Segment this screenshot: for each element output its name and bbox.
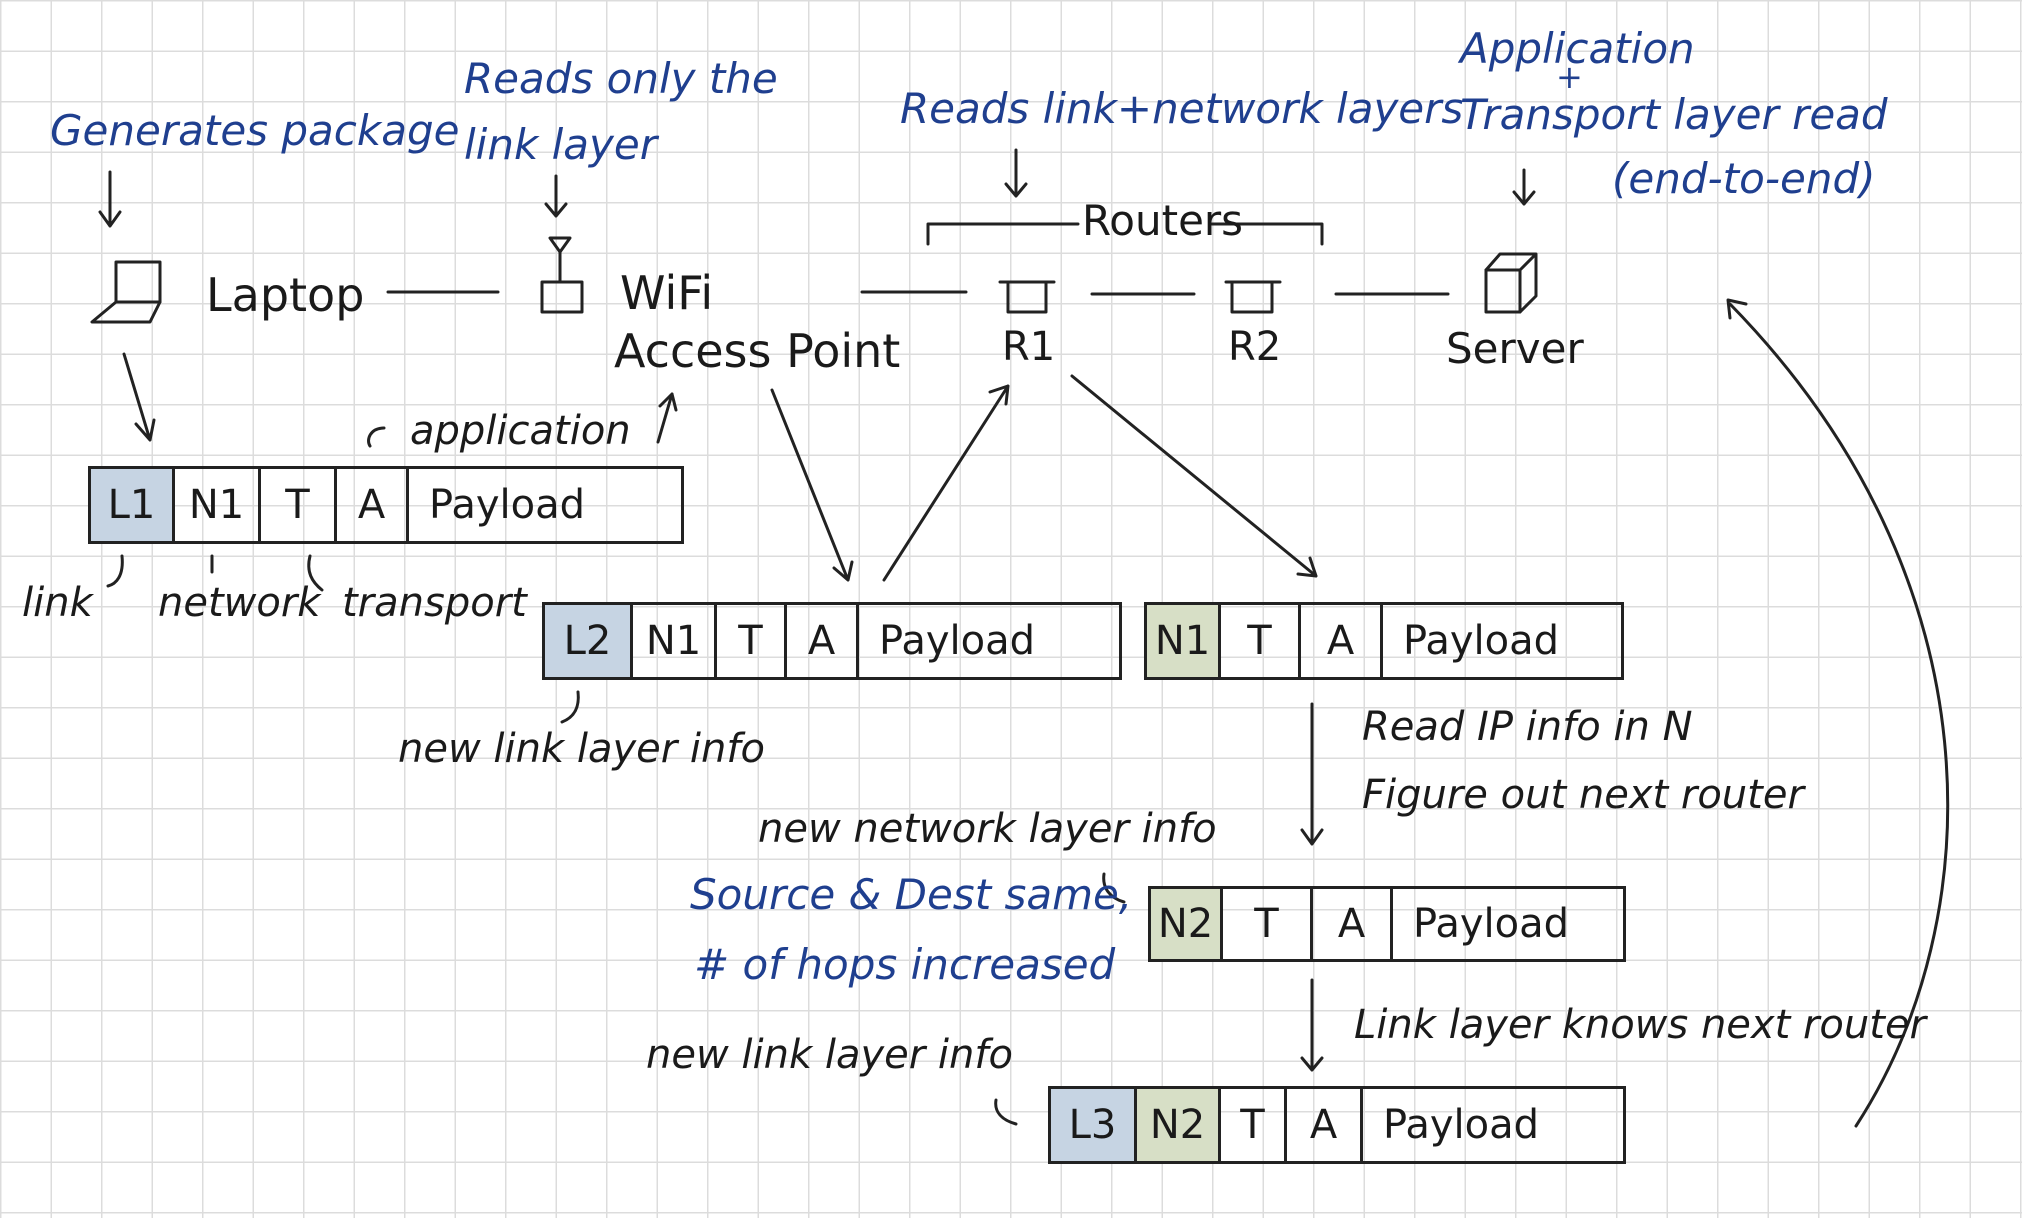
device-laptop: Laptop [206, 268, 365, 322]
arrow-reads-link [544, 174, 568, 218]
server-icon [1484, 252, 1538, 314]
label-link: link [22, 580, 93, 626]
device-r1: R1 [1002, 324, 1056, 370]
annotation-hops: # of hops increased [694, 940, 1116, 989]
cell-application: A [1301, 605, 1383, 677]
annotation-reads-net: Reads link+network layers [900, 84, 1464, 133]
cell-network: N1 [175, 469, 261, 541]
packet-2: L2 N1 T A Payload [542, 602, 1122, 680]
annotation-source-dest: Source & Dest same, [690, 870, 1133, 919]
laptop-icon [90, 260, 162, 324]
packet-5: L3 N2 T A Payload [1048, 1086, 1626, 1164]
label-figure-out: Figure out next router [1362, 772, 1804, 818]
cell-transport: T [1221, 605, 1301, 677]
cell-payload: Payload [1383, 1102, 1539, 1148]
device-server: Server [1446, 324, 1584, 373]
arrow-app [1512, 168, 1536, 206]
annotation-app-1: Application [1460, 24, 1695, 73]
routers-bracket [926, 222, 1324, 246]
tick-link [106, 554, 124, 588]
label-read-ip: Read IP info in N [1362, 704, 1693, 750]
tick-application [367, 426, 386, 448]
device-wifi-1: WiFi [620, 266, 714, 320]
cell-payload: Payload [1403, 618, 1559, 664]
cell-application: A [337, 469, 409, 541]
cell-transport: T [261, 469, 337, 541]
tick-newlink-1 [560, 690, 580, 724]
packet-3: N1 T A Payload [1144, 602, 1624, 680]
arrow-packet3-packet4 [1300, 702, 1324, 846]
arrow-wifi-packet2 [770, 388, 854, 582]
cell-application: A [1313, 889, 1393, 959]
cell-application: A [1287, 1089, 1363, 1161]
cell-transport: T [717, 605, 787, 677]
label-network: network [158, 580, 321, 626]
cell-payload: Payload [429, 482, 585, 528]
label-transport: transport [342, 580, 527, 626]
arrow-end-to-end [1726, 298, 1950, 1128]
cell-application: A [787, 605, 859, 677]
label-new-network: new network layer info [758, 806, 1217, 852]
annotation-app-plus: + [1556, 58, 1583, 96]
annotation-app-3: (end-to-end) [1612, 154, 1876, 203]
cell-transport: T [1221, 1089, 1287, 1161]
cell-network: N2 [1137, 1089, 1221, 1161]
cell-network: N1 [633, 605, 717, 677]
device-routers: Routers [1082, 196, 1244, 245]
annotation-reads-link-2: link layer [464, 120, 657, 169]
arrow-reads-net [1004, 148, 1028, 198]
cell-network: N2 [1151, 889, 1223, 959]
cell-transport: T [1223, 889, 1313, 959]
cell-link: L1 [91, 469, 175, 541]
annotation-reads-link-1: Reads only the [464, 54, 778, 103]
annotation-app-2: Transport layer read [1460, 90, 1888, 139]
arrow-r1-packet3 [1070, 374, 1318, 578]
router-r1-icon [998, 280, 1056, 314]
cell-link: L3 [1051, 1089, 1137, 1161]
arrow-to-wifi [656, 392, 678, 444]
access-point-icon [540, 236, 584, 314]
label-new-link-2: new link layer info [646, 1032, 1013, 1078]
packet-1: L1 N1 T A Payload [88, 466, 684, 544]
label-application: application [410, 408, 631, 454]
cell-payload: Payload [1413, 901, 1569, 947]
packet-4: N2 T A Payload [1148, 886, 1626, 962]
cell-link: L2 [545, 605, 633, 677]
label-link-knows: Link layer knows next router [1354, 1002, 1926, 1048]
label-new-link-1: new link layer info [398, 726, 765, 772]
arrow-packet4-packet5 [1300, 978, 1324, 1072]
arrow-laptop-packet [122, 352, 156, 442]
arrow-generates [98, 170, 122, 228]
cell-payload: Payload [879, 618, 1035, 664]
tick-newnetwork [1102, 872, 1126, 904]
device-wifi-2: Access Point [614, 324, 901, 378]
tick-transport [307, 554, 324, 592]
device-r2: R2 [1228, 324, 1282, 370]
annotation-generates: Generates package [50, 106, 460, 155]
arrow-packet2-r1 [882, 384, 1010, 582]
tick-newlink-2 [994, 1098, 1018, 1126]
router-r2-icon [1224, 280, 1282, 314]
cell-network: N1 [1147, 605, 1221, 677]
